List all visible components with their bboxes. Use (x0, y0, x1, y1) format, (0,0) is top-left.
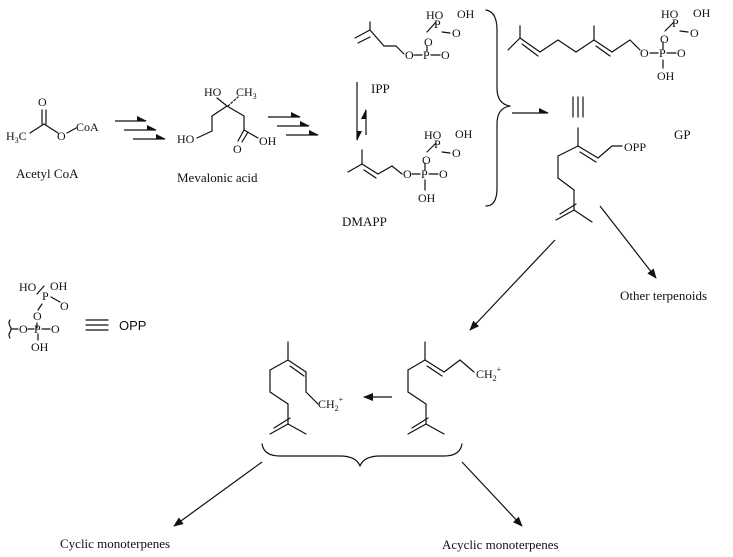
gp-label: GP (674, 127, 691, 142)
dmapp-p1: P (421, 167, 428, 181)
gp-p2-eq-o: O (690, 26, 699, 40)
allylic-cation-right: CH2+ (407, 341, 502, 435)
cation-bottom-brace (261, 443, 463, 467)
legend-o: O (19, 322, 28, 336)
dmapp-p1-oh: OH (418, 191, 436, 205)
mevalonic-carbonyl-o: O (233, 142, 242, 156)
arrows-mevalonate-to-ipp (268, 112, 319, 136)
legend-p2-eq-o: O (60, 299, 69, 313)
ipp-structure: O P O O P HO OH O (354, 7, 475, 62)
arrow-to-cation (469, 239, 556, 331)
gp-folded-structure: OPP (555, 127, 646, 223)
acetyl-coa-structure: O H3C O CoA (6, 95, 99, 145)
gp-oh: OH (693, 6, 711, 20)
arrow-to-cyclic (173, 461, 263, 527)
dmapp-structure: O P O OH O P HO OH O (347, 127, 473, 205)
dmapp-ho: HO (424, 128, 442, 142)
other-terpenoids-label: Other terpenoids (620, 288, 707, 303)
ipp-p1-eq-o: O (441, 48, 450, 62)
ipp-ho: HO (426, 8, 444, 22)
gp-bridge-o: O (660, 32, 669, 46)
legend-p1-oh: OH (31, 340, 49, 354)
ipp-p2: P (434, 17, 441, 31)
mevalonic-oh: OH (259, 134, 277, 148)
gp-o: O (640, 46, 649, 60)
arrows-acetyl-to-mevalonate (115, 116, 166, 140)
legend-opp-label: OPP (119, 318, 146, 333)
ipp-o: O (405, 48, 414, 62)
cation-right-ch2: CH2+ (476, 365, 502, 383)
allylic-cation-left: CH2+ (269, 341, 344, 435)
gp-ho: HO (661, 7, 679, 21)
ipp-bridge-o: O (424, 35, 433, 49)
legend-ho: HO (19, 280, 37, 294)
dmapp-p2: P (434, 137, 441, 151)
mevalonic-ho-top: HO (204, 85, 222, 99)
legend-p1: P (34, 322, 41, 336)
ipp-dmapp-brace (485, 9, 511, 207)
legend-p1-eq-o: O (51, 322, 60, 336)
cyclic-monoterpenes-label: Cyclic monoterpenes (60, 536, 170, 551)
dmapp-oh: OH (455, 127, 473, 141)
gp-folded-opp: OPP (624, 140, 646, 154)
ipp-dmapp-equilibrium-arrows (356, 82, 367, 141)
arrow-to-other-terpenoids (599, 205, 657, 279)
gp-p1-oh: OH (657, 69, 675, 83)
legend-oh: OH (50, 279, 68, 293)
ipp-p2-eq-o: O (452, 26, 461, 40)
acetyl-coa-coa: CoA (76, 120, 99, 134)
dmapp-bridge-o: O (422, 153, 431, 167)
mevalonic-acid-structure: HO CH3 HO O OH (177, 85, 277, 156)
gp-extended-structure: O P O OH O P HO OH O (507, 6, 711, 83)
legend-p2: P (42, 289, 49, 303)
ipp-oh: OH (457, 7, 475, 21)
gp-p2: P (672, 16, 679, 30)
dmapp-o: O (403, 167, 412, 181)
dmapp-p2-eq-o: O (452, 146, 461, 160)
mevalonic-acid-label: Mevalonic acid (177, 170, 258, 185)
acyclic-monoterpenes-label: Acyclic monoterpenes (442, 537, 559, 552)
cation-left-ch2: CH2+ (318, 395, 344, 413)
acetyl-coa-label: Acetyl CoA (16, 166, 79, 181)
acetyl-coa-h3c: H3C (6, 129, 27, 145)
dmapp-label: DMAPP (342, 214, 387, 229)
dmapp-p1-eq-o: O (439, 167, 448, 181)
acetyl-coa-ester-o: O (57, 129, 66, 143)
legend-bridge-o: O (33, 309, 42, 323)
ipp-label: IPP (371, 81, 390, 96)
gp-p1-eq-o: O (677, 46, 686, 60)
gp-p1: P (659, 46, 666, 60)
mevalonic-ch3: CH3 (236, 85, 257, 101)
opp-legend: HO OH P O O O P O OH OPP (8, 279, 146, 354)
ipp-p1: P (423, 48, 430, 62)
arrow-to-acyclic (461, 461, 523, 527)
acetyl-coa-carbonyl-o: O (38, 95, 47, 109)
gp-identity-symbol (572, 96, 584, 118)
mevalonic-ho-left: HO (177, 132, 195, 146)
